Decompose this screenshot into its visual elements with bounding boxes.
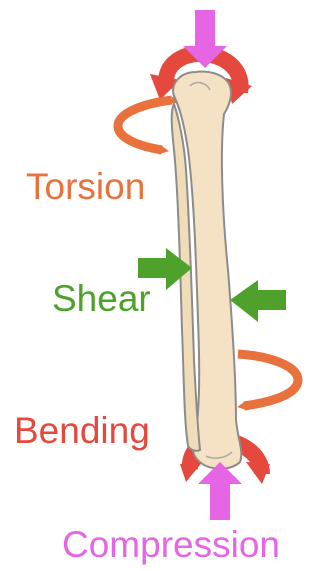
torsion-arrow-bottom — [238, 354, 298, 406]
compression-arrow-bottom — [198, 462, 242, 520]
shear-arrow-right — [230, 280, 286, 322]
compression-label: Compression — [62, 526, 280, 563]
shear-label: Shear — [52, 280, 151, 317]
bending-label: Bending — [14, 412, 150, 449]
torsion-label: Torsion — [26, 168, 145, 205]
